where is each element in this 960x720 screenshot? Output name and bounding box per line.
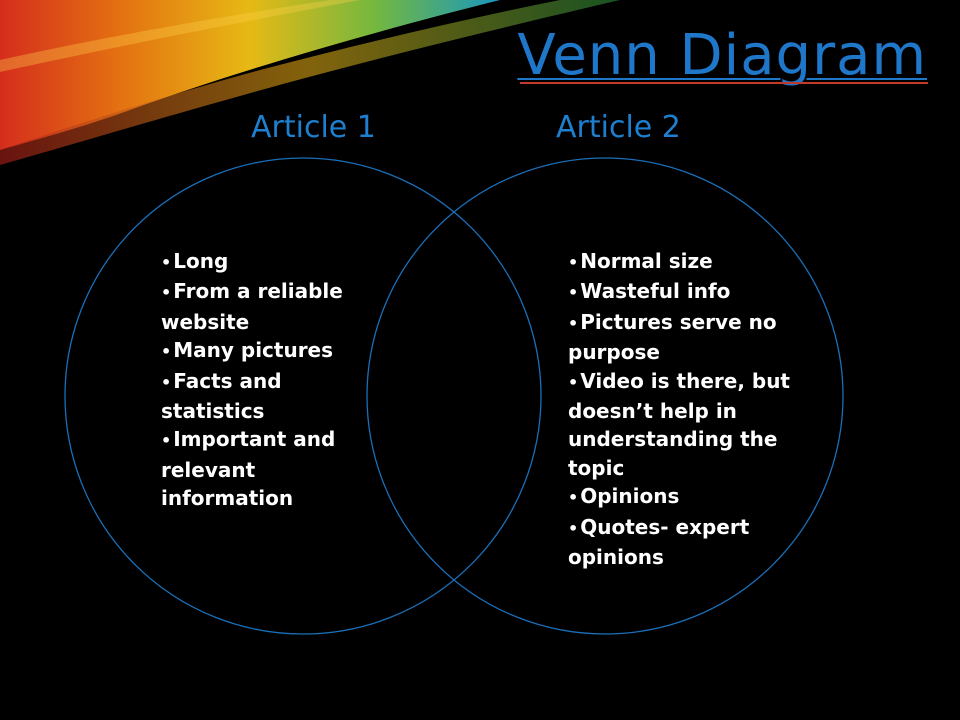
list-item: •Quotes- expert opinions xyxy=(568,513,798,572)
list-item-text: Quotes- expert opinions xyxy=(568,514,750,570)
article-2-items: •Normal size•Wasteful info•Pictures serv… xyxy=(568,247,798,571)
bullet-icon: • xyxy=(568,253,579,272)
list-item-text: Many pictures xyxy=(173,338,334,363)
list-item: •Normal size xyxy=(568,247,798,277)
list-item: •Long xyxy=(161,247,351,277)
venn-circle-article-1 xyxy=(64,157,542,635)
article-1-items: •Long•From a reliable website•Many pictu… xyxy=(161,247,351,513)
bullet-icon: • xyxy=(568,488,579,508)
bullet-icon: • xyxy=(161,342,172,362)
list-item: •Facts and statistics xyxy=(161,367,351,426)
bullet-icon: • xyxy=(161,372,172,392)
list-item-text: From a reliable website xyxy=(161,279,343,334)
list-item: •Video is there, but doesn’t help in und… xyxy=(568,367,798,483)
venn-circle-article-2 xyxy=(366,157,844,635)
list-item-text: Video is there, but doesn’t help in unde… xyxy=(568,368,790,480)
list-item: •Wasteful info xyxy=(568,277,798,307)
set-label-article-2: Article 2 xyxy=(556,110,681,145)
list-item-text: Long xyxy=(173,249,229,273)
bullet-icon: • xyxy=(161,431,172,451)
bullet-icon: • xyxy=(568,518,579,538)
list-item-text: Normal size xyxy=(580,249,713,273)
bullet-icon: • xyxy=(161,283,172,303)
list-item: •Important and relevant information xyxy=(161,425,351,512)
set-label-article-1: Article 1 xyxy=(251,110,376,145)
title-underline-rule xyxy=(520,82,928,84)
list-item: •Pictures serve no purpose xyxy=(568,308,798,367)
page-title: Venn Diagram xyxy=(517,23,927,88)
list-item-text: Pictures serve no purpose xyxy=(568,309,777,365)
list-item-text: Wasteful info xyxy=(580,279,731,304)
list-item-text: Opinions xyxy=(580,484,680,509)
list-item: •Opinions xyxy=(568,482,798,512)
bullet-icon: • xyxy=(568,372,579,392)
list-item-text: Facts and statistics xyxy=(161,368,282,424)
list-item-text: Important and relevant information xyxy=(161,427,336,511)
bullet-icon: • xyxy=(161,253,172,272)
bullet-icon: • xyxy=(568,313,579,333)
list-item: •Many pictures xyxy=(161,336,351,366)
list-item: •From a reliable website xyxy=(161,277,351,336)
rainbow-swoosh-decoration xyxy=(0,0,620,165)
bullet-icon: • xyxy=(568,283,579,303)
